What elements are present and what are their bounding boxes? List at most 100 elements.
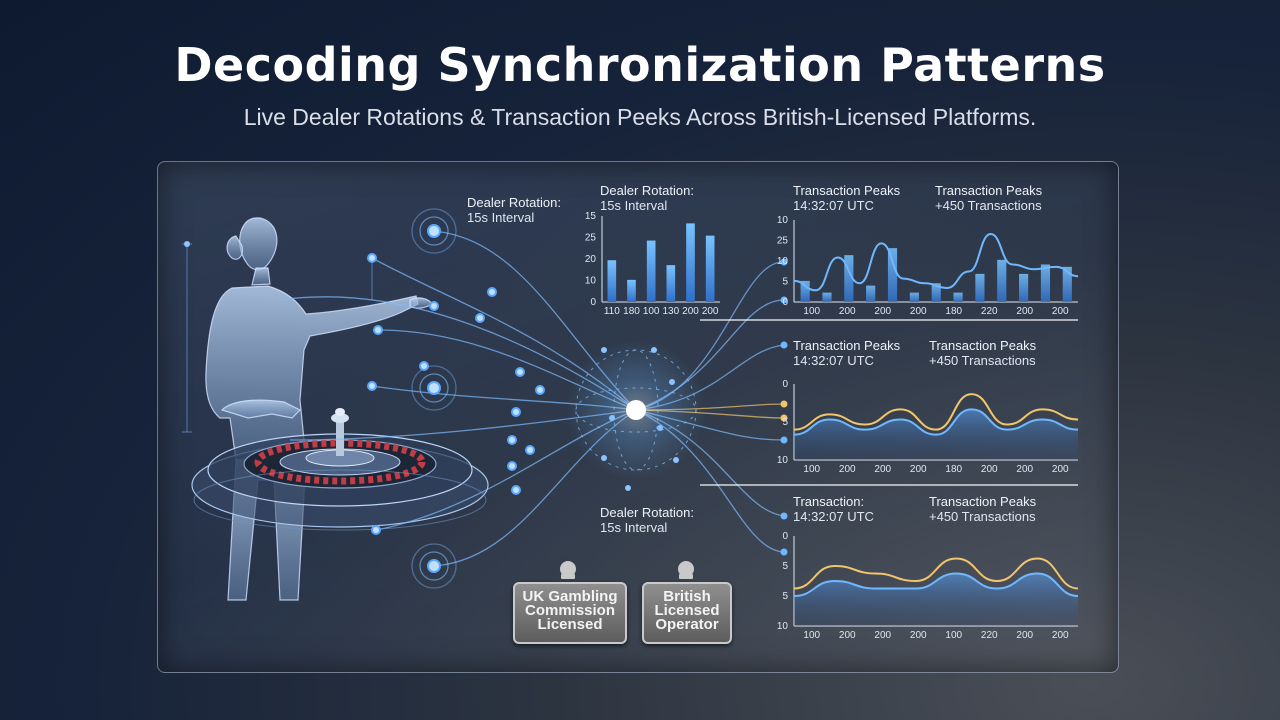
network-node xyxy=(427,559,441,573)
label-line: +450 Transactions xyxy=(935,198,1042,213)
hub-node xyxy=(625,485,631,491)
x-tick-label: 200 xyxy=(839,306,856,317)
label-line: 14:32:07 UTC xyxy=(793,198,874,213)
y-tick-label: 10 xyxy=(777,215,789,226)
x-tick-label: 100 xyxy=(945,630,962,641)
node-ring xyxy=(411,365,457,411)
endpoint-node xyxy=(780,512,788,520)
x-tick-label: 130 xyxy=(662,306,679,317)
endpoint-node xyxy=(780,414,788,422)
transaction-peaks-label: Transaction Peaks 14:32:07 UTC xyxy=(793,183,900,213)
node-ring xyxy=(411,208,457,254)
x-tick-label: 180 xyxy=(945,306,962,317)
endpoint-node xyxy=(780,258,788,266)
y-tick-label: 0 xyxy=(782,531,788,542)
x-tick-label: 100 xyxy=(643,306,660,317)
label-line: Transaction Peaks xyxy=(935,183,1043,198)
x-tick-label: 220 xyxy=(981,630,998,641)
ukgc-licensed-badge: UK Gambling Commission Licensed xyxy=(513,582,627,644)
x-tick-label: 100 xyxy=(803,630,820,641)
x-tick-label: 200 xyxy=(910,630,927,641)
label-line: Dealer Rotation: xyxy=(600,505,694,520)
bar xyxy=(931,283,941,302)
endpoint-node xyxy=(780,296,788,304)
label-line: Transaction: xyxy=(793,494,865,509)
network-node xyxy=(419,361,429,371)
transaction-peaks-label: Transaction Peaks +450 Transactions xyxy=(935,183,1042,213)
x-tick-label: 200 xyxy=(1052,630,1069,641)
network-node xyxy=(429,301,439,311)
label-line: +450 Transactions xyxy=(929,353,1036,368)
network-node xyxy=(475,313,485,323)
y-tick-label: 10 xyxy=(777,621,789,632)
endpoint-node xyxy=(780,400,788,408)
label-line: 14:32:07 UTC xyxy=(793,353,874,368)
transaction-peaks-label: Transaction Peaks +450 Transactions xyxy=(929,494,1036,524)
bar xyxy=(666,265,676,302)
x-tick-label: 200 xyxy=(702,306,719,317)
bar xyxy=(1040,264,1051,302)
y-tick-label: 0 xyxy=(782,379,788,390)
node-ring xyxy=(419,373,449,403)
dealer-rotation-label: Dealer Rotation: 15s Interval xyxy=(600,505,694,535)
x-tick-label: 200 xyxy=(839,464,856,475)
node-ring xyxy=(419,216,449,246)
x-tick-label: 200 xyxy=(682,306,699,317)
x-tick-label: 200 xyxy=(874,464,891,475)
x-tick-label: 100 xyxy=(803,306,820,317)
y-tick-label: 0 xyxy=(782,297,788,308)
british-licensed-operator-badge: British Licensed Operator xyxy=(642,582,732,644)
page-title: Decoding Synchronization Patterns xyxy=(174,38,1106,92)
bar xyxy=(866,285,876,302)
network-node xyxy=(507,461,517,471)
bar xyxy=(607,260,617,302)
y-tick-label: 5 xyxy=(782,277,788,288)
bar xyxy=(1062,266,1072,302)
guide-node xyxy=(184,241,190,247)
bar xyxy=(887,248,898,302)
bar xyxy=(953,292,963,302)
x-tick-label: 200 xyxy=(874,630,891,641)
y-tick-label: 20 xyxy=(585,254,597,265)
network-node xyxy=(427,224,441,238)
network-node xyxy=(525,445,535,455)
label-line: Transaction Peaks xyxy=(793,338,901,353)
area-fill xyxy=(794,573,1078,626)
dealer-rotation-label: Dealer Rotation: 15s Interval xyxy=(467,195,561,225)
network-node xyxy=(487,287,497,297)
series-line xyxy=(793,393,1079,431)
y-tick-label: 10 xyxy=(777,256,789,267)
series-line xyxy=(793,557,1079,590)
badge-line: UK Gambling xyxy=(522,588,618,605)
bar xyxy=(822,292,832,302)
label-line: +450 Transactions xyxy=(929,509,1036,524)
network-node xyxy=(507,435,517,445)
page-subtitle: Live Dealer Rotations & Transaction Peek… xyxy=(243,104,1037,130)
series-line xyxy=(793,408,1079,436)
bar xyxy=(705,235,715,302)
x-tick-label: 200 xyxy=(1016,464,1033,475)
network-node xyxy=(371,525,381,535)
label-line: 15s Interval xyxy=(600,520,668,535)
transaction-peaks-label: Transaction: 14:32:07 UTC xyxy=(793,494,874,524)
bar xyxy=(627,279,636,302)
y-tick-label: 5 xyxy=(782,417,788,428)
bar xyxy=(646,240,656,302)
y-tick-label: 10 xyxy=(585,276,597,287)
endpoint-node xyxy=(780,341,788,349)
x-tick-label: 100 xyxy=(803,464,820,475)
label-line: 15s Interval xyxy=(467,210,535,225)
network-node xyxy=(511,407,521,417)
crest-icon xyxy=(678,561,694,579)
x-tick-label: 110 xyxy=(604,306,620,317)
bar xyxy=(909,292,919,302)
x-tick-label: 200 xyxy=(910,306,927,317)
node-ring xyxy=(419,551,449,581)
node-ring xyxy=(411,543,457,589)
dealer-rotation-label: Dealer Rotation: 15s Interval xyxy=(600,183,694,213)
bar xyxy=(686,223,695,302)
